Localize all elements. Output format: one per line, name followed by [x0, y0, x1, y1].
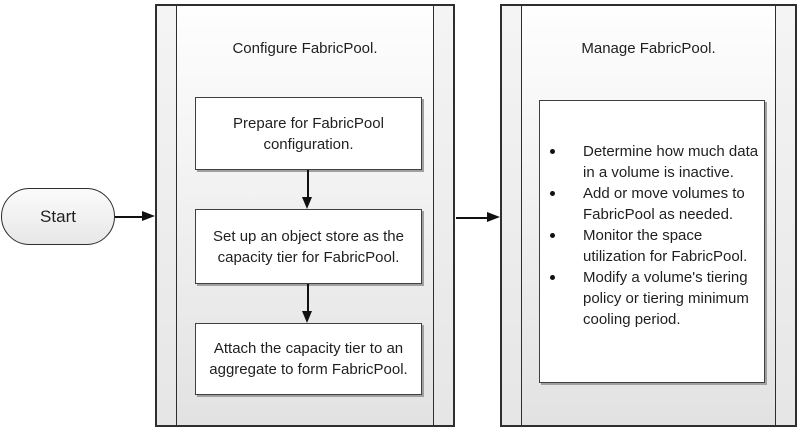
manage-tasks-box: Determine how much data in a volume is i…: [539, 100, 765, 383]
arrowhead-down-icon: [302, 197, 312, 209]
bullet-icon: [550, 275, 555, 280]
bullet-icon: [550, 191, 555, 196]
arrow-shaft: [456, 217, 488, 219]
arrow-step2-to-step3: [302, 284, 314, 323]
task-text: Modify a volume's tiering policy or tier…: [583, 269, 749, 328]
bullet-icon: [550, 149, 555, 154]
arrow-start-to-configure: [115, 211, 155, 223]
arrowhead-down-icon: [302, 311, 312, 323]
configure-panel-title: Configure FabricPool.: [232, 40, 378, 57]
task-text: Monitor the space utilization for Fabric…: [583, 227, 748, 265]
bullet-icon: [550, 233, 555, 238]
arrowhead-right-icon: [487, 212, 500, 222]
arrow-step1-to-step2: [302, 170, 314, 209]
arrow-shaft: [115, 216, 143, 218]
step-object-store-text: Set up an object store as the capacity t…: [213, 227, 404, 266]
panel-left-strip: [157, 6, 177, 425]
start-label: Start: [40, 206, 76, 226]
step-attach-box: Attach the capacity tier to an aggregate…: [195, 323, 422, 395]
panel-right-strip: [433, 6, 453, 425]
panel-right-strip: [775, 6, 795, 425]
step-attach-text: Attach the capacity tier to an aggregate…: [209, 340, 408, 378]
arrow-shaft: [307, 284, 309, 312]
manage-fabricpool-panel: Manage FabricPool. Determine how much da…: [500, 4, 797, 427]
task-item: Determine how much data in a volume is i…: [540, 141, 764, 183]
task-text: Determine how much data in a volume is i…: [583, 143, 759, 181]
start-node: Start: [1, 188, 115, 245]
arrow-configure-to-manage: [456, 212, 500, 224]
arrow-shaft: [307, 170, 309, 198]
step-prepare-box: Prepare for FabricPool configuration.: [195, 97, 422, 170]
step-prepare-text: Prepare for FabricPool configuration.: [233, 114, 384, 153]
task-item: Monitor the space utilization for Fabric…: [540, 225, 764, 267]
task-list: Determine how much data in a volume is i…: [540, 101, 764, 330]
configure-fabricpool-panel: Configure FabricPool. Prepare for Fabric…: [155, 4, 455, 427]
arrowhead-right-icon: [142, 211, 155, 221]
step-object-store-box: Set up an object store as the capacity t…: [195, 209, 422, 284]
panel-left-strip: [502, 6, 522, 425]
task-text: Add or move volumes to FabricPool as nee…: [583, 185, 745, 223]
task-item: Modify a volume's tiering policy or tier…: [540, 267, 764, 330]
task-item: Add or move volumes to FabricPool as nee…: [540, 183, 764, 225]
manage-panel-title: Manage FabricPool.: [581, 40, 716, 57]
